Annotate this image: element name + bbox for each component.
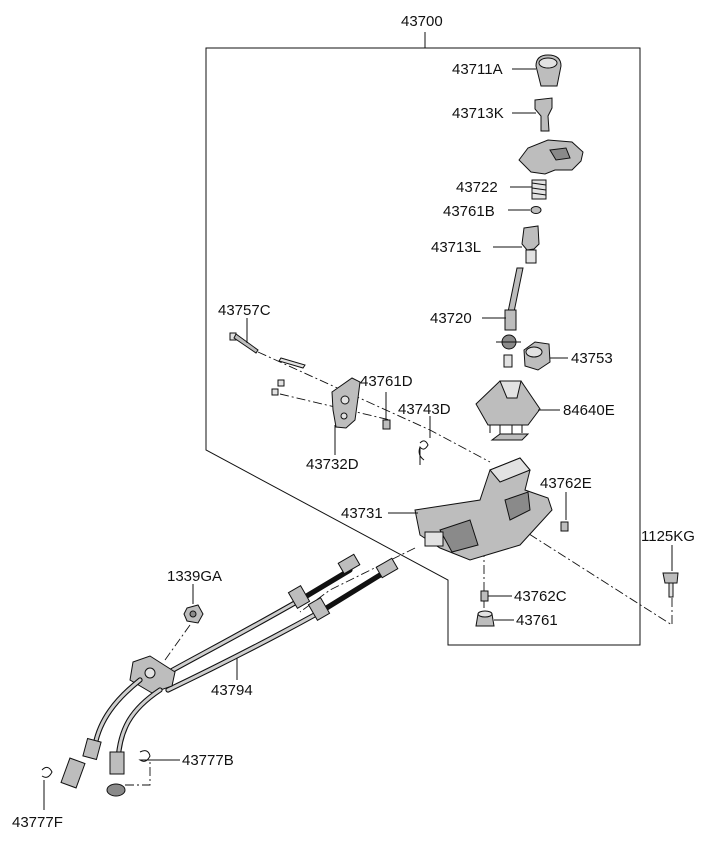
- pivot-pin: [229, 332, 306, 369]
- nut: [183, 604, 204, 624]
- boot-cover: [518, 139, 584, 175]
- label-1339GA: 1339GA: [167, 568, 222, 585]
- bolt: [662, 572, 679, 598]
- label-43753: 43753: [571, 350, 613, 367]
- small-bush: [382, 419, 391, 430]
- ring: [530, 206, 542, 214]
- assembly-boundary: [205, 47, 641, 646]
- label-43762C: 43762C: [514, 588, 567, 605]
- label-43732D: 43732D: [306, 456, 359, 473]
- select-bracket: [331, 377, 361, 429]
- label-43711A: 43711A: [452, 61, 503, 78]
- knob-insert: [534, 97, 553, 132]
- label-43743D: 43743D: [398, 401, 451, 418]
- assembly-number: 43700: [401, 13, 443, 30]
- label-43761D: 43761D: [360, 373, 413, 390]
- label-43761: 43761: [516, 612, 558, 629]
- spring-clip: [418, 440, 429, 465]
- label-43794: 43794: [211, 682, 253, 699]
- label-43731: 43731: [341, 505, 383, 522]
- label-43777F: 43777F: [12, 814, 63, 831]
- label-43777B: 43777B: [182, 752, 234, 769]
- base-housing: [414, 457, 553, 561]
- spring: [531, 179, 547, 200]
- label-43761B: 43761B: [443, 203, 495, 220]
- small-pin: [560, 521, 569, 532]
- spacer: [277, 379, 285, 387]
- label-43713L: 43713L: [431, 239, 481, 256]
- label-43713K: 43713K: [452, 105, 504, 122]
- bush: [475, 610, 495, 627]
- bushing: [523, 341, 551, 371]
- label-1125KG: 1125KG: [641, 528, 695, 545]
- label-43757C: 43757C: [218, 302, 271, 319]
- shift-knob: [535, 54, 562, 87]
- lever-sleeve: [521, 225, 540, 264]
- label-43762E: 43762E: [540, 475, 592, 492]
- label-43720: 43720: [430, 310, 472, 327]
- indicator-cover: [475, 380, 541, 441]
- pin: [480, 590, 489, 602]
- shift-lever: [496, 267, 524, 368]
- label-84640E: 84640E: [563, 402, 615, 419]
- cable-clip-f: [41, 766, 53, 778]
- shift-cable-assembly: [60, 553, 399, 797]
- spacer: [271, 388, 279, 396]
- label-43722: 43722: [456, 179, 498, 196]
- cable-clip-b: [138, 750, 155, 762]
